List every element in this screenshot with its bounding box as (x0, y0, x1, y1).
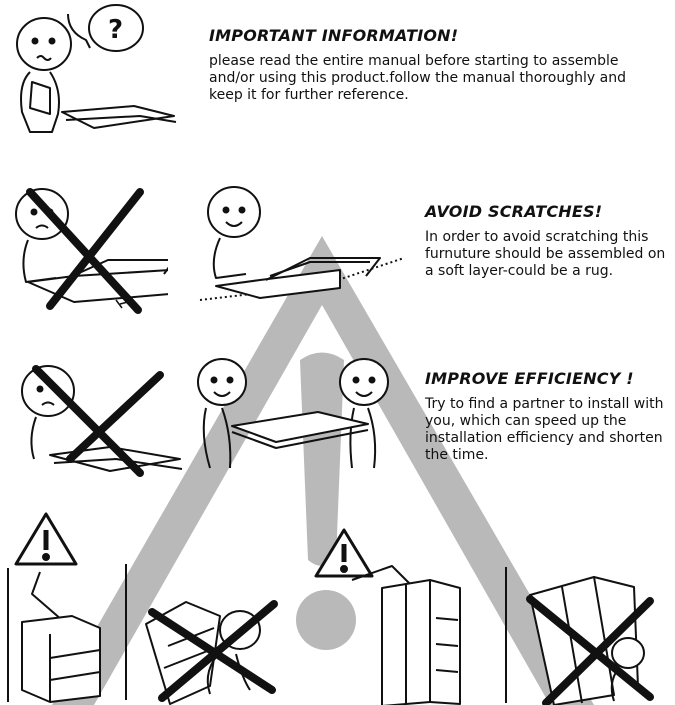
anchored-wardrobe-illustration (312, 528, 482, 705)
scratch-correct-illustration (196, 178, 406, 313)
avoid-scratches-title: AVOID SCRATCHES! (425, 202, 603, 221)
avoid-scratches-text: In order to avoid scratching this furnut… (425, 229, 666, 279)
avoid-scratches-section: AVOID SCRATCHES! In order to avoid scrat… (425, 202, 670, 280)
improve-efficiency-section: IMPROVE EFFICIENCY ! Try to find a partn… (425, 369, 670, 464)
important-information-section: IMPORTANT INFORMATION! please read the e… (209, 26, 659, 104)
scratch-wrong-illustration (8, 178, 168, 318)
reading-manual-illustration: ? (8, 2, 188, 137)
improve-efficiency-title: IMPROVE EFFICIENCY ! (425, 369, 634, 388)
important-information-text: please read the entire manual before sta… (209, 53, 626, 103)
tipping-dresser-wrong-illustration (122, 560, 287, 705)
tipping-wardrobe-wrong-illustration (500, 565, 670, 705)
efficiency-wrong-illustration (10, 355, 190, 480)
important-information-title: IMPORTANT INFORMATION! (209, 26, 459, 45)
question-mark-glyph: ? (108, 15, 123, 45)
efficiency-correct-illustration (192, 352, 397, 477)
anchored-dresser-illustration (0, 512, 125, 705)
improve-efficiency-text: Try to find a partner to install with yo… (425, 396, 664, 463)
